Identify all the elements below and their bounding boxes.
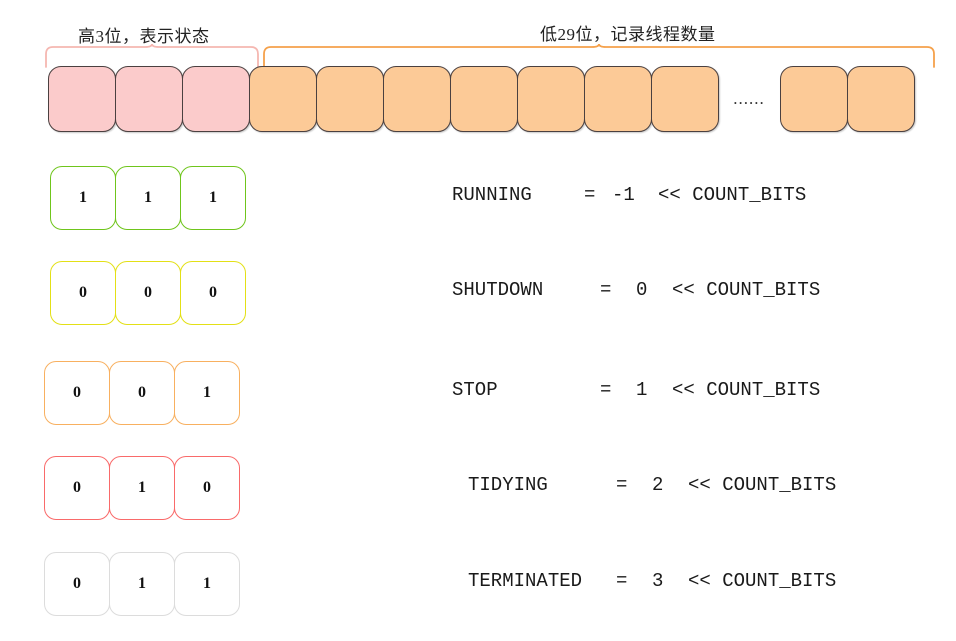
strip-cell-count	[651, 66, 719, 132]
bit-box: 1	[109, 552, 175, 616]
strip-cell-count	[383, 66, 451, 132]
bit-box: 1	[115, 166, 181, 230]
equals-sign: =	[600, 379, 612, 401]
strip-cell-count	[847, 66, 915, 132]
strip-cell-count	[780, 66, 848, 132]
bit-box: 0	[50, 261, 116, 325]
constant-name-shutdown: SHUTDOWN	[452, 279, 544, 301]
strip-cell-count	[249, 66, 317, 132]
shift-expression: << COUNT_BITS	[672, 279, 821, 301]
bit-box: 0	[174, 456, 240, 520]
shift-expression: << COUNT_BITS	[658, 184, 807, 206]
constant-value: -1	[612, 184, 635, 206]
constant-name-stop: STOP	[452, 379, 498, 401]
shift-expression: << COUNT_BITS	[688, 570, 837, 592]
equals-sign: =	[600, 279, 612, 301]
bit-box: 0	[44, 552, 110, 616]
constant-value: 1	[636, 379, 648, 401]
bit-box: 0	[44, 456, 110, 520]
bit-box: 1	[174, 552, 240, 616]
shift-expression: << COUNT_BITS	[672, 379, 821, 401]
constant-name-tidying: TIDYING	[468, 474, 548, 496]
strip-cell-state	[182, 66, 250, 132]
equals-sign: =	[584, 184, 596, 206]
high-bits-brace	[45, 44, 259, 68]
equals-sign: =	[616, 570, 628, 592]
strip-ellipsis: ......	[733, 89, 765, 108]
strip-cell-count	[316, 66, 384, 132]
bit-box: 1	[174, 361, 240, 425]
bit-box: 1	[180, 166, 246, 230]
strip-cell-state	[48, 66, 116, 132]
bit-strip: ......	[48, 66, 915, 132]
constant-name-terminated: TERMINATED	[468, 570, 583, 592]
bit-box: 0	[109, 361, 175, 425]
constant-name-running: RUNNING	[452, 184, 532, 206]
shift-expression: << COUNT_BITS	[688, 474, 837, 496]
strip-cell-count	[450, 66, 518, 132]
equals-sign: =	[616, 474, 628, 496]
constant-value: 3	[652, 570, 664, 592]
strip-cell-state	[115, 66, 183, 132]
constant-value: 2	[652, 474, 664, 496]
strip-cell-count	[517, 66, 585, 132]
bit-box: 0	[44, 361, 110, 425]
low-bits-brace	[263, 44, 935, 68]
low-bits-label: 低29位，记录线程数量	[540, 25, 716, 44]
constant-value: 0	[636, 279, 648, 301]
bit-box: 1	[50, 166, 116, 230]
bit-box: 1	[109, 456, 175, 520]
bit-box: 0	[115, 261, 181, 325]
strip-cell-count	[584, 66, 652, 132]
bit-box: 0	[180, 261, 246, 325]
high-bits-label: 高3位，表示状态	[78, 27, 210, 46]
